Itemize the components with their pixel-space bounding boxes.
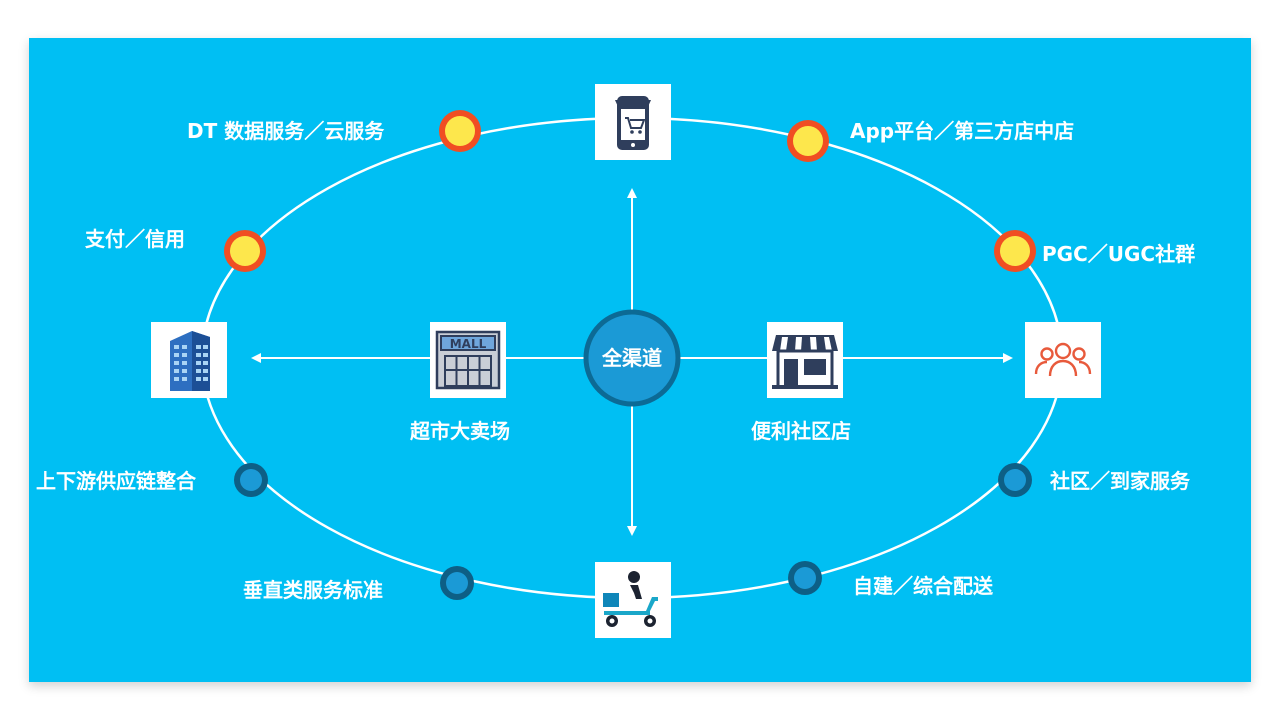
mall-icon: MALL [430,322,506,398]
dot-community-home [998,463,1032,497]
delivery-scooter-icon [595,562,671,638]
app-platform-label: App平台／第三方店中店 [850,119,1075,143]
dot-delivery [788,561,822,595]
center-label: 全渠道 [602,346,662,370]
dot-pgc-ugc [994,230,1036,272]
vertical-service-standard-label: 垂直类服务标准 [243,578,383,602]
pgc-ugc-community-label: PGC／UGC社群 [1042,242,1196,266]
dot-vertical-standard [440,566,474,600]
convenience-store-icon [767,322,843,398]
svg-text:MALL: MALL [450,337,487,351]
dot-payment [224,230,266,272]
payment-credit-label: 支付／信用 [85,227,185,251]
supply-chain-label: 上下游供应链整合 [36,469,196,493]
community-home-service-label: 社区／到家服务 [1050,469,1190,493]
community-people-icon [1025,322,1101,398]
ring-diagram [200,110,1064,600]
diagram-canvas: 全渠道 [29,38,1251,682]
dot-app-platform [787,120,829,162]
dot-supply-chain [234,463,268,497]
dt-data-service-label: DT 数据服务／云服务 [187,119,385,143]
delivery-label: 自建／综合配送 [853,574,993,598]
center-circle [583,309,681,407]
convenience-store-label: 便利社区店 [751,419,851,443]
supermarket-label: 超市大卖场 [410,419,510,443]
dot-dt-data [439,110,481,152]
mobile-shop-icon [595,84,671,160]
office-building-icon [151,322,227,398]
